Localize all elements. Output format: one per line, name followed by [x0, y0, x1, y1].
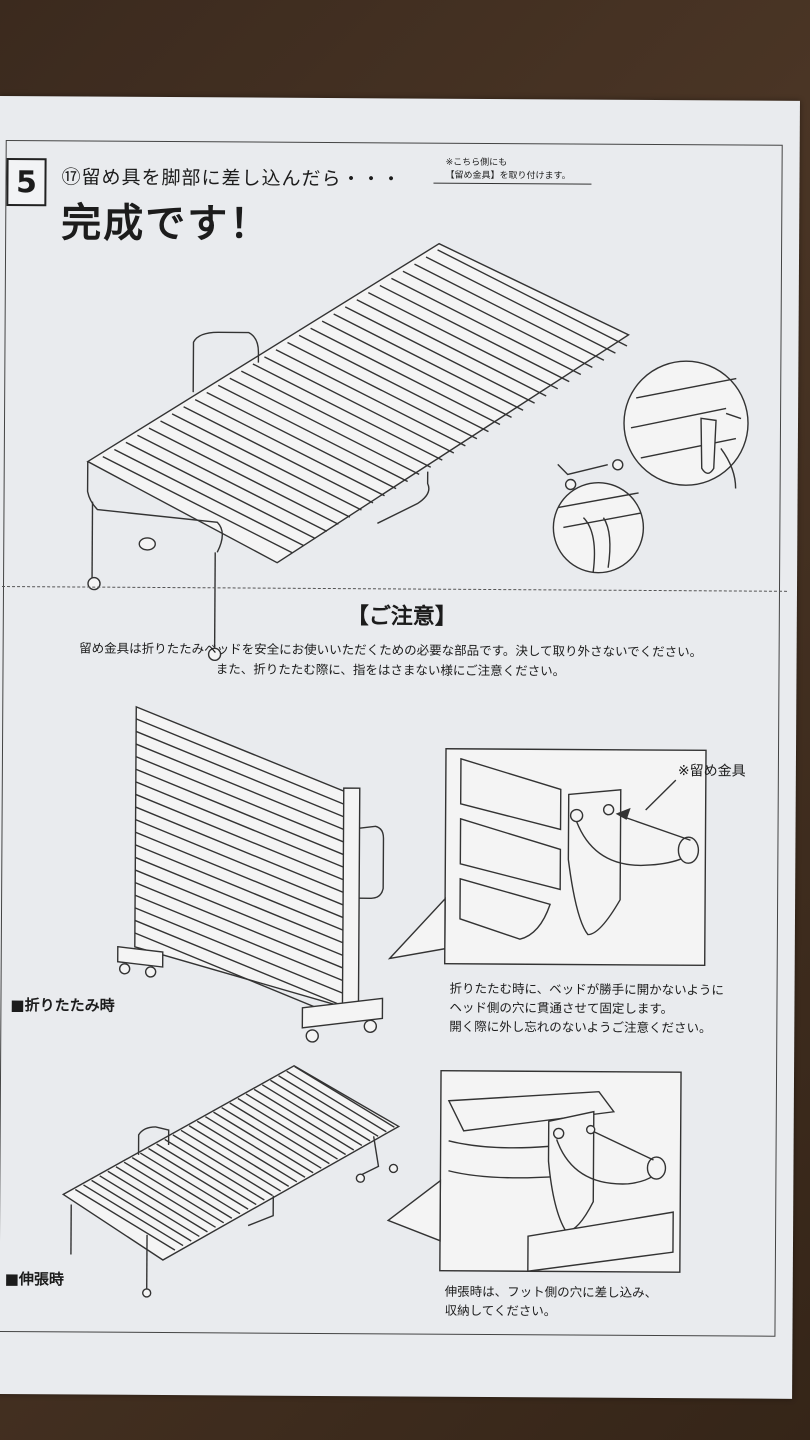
caution-title: 【ご注意】 [346, 604, 457, 630]
slat-line [287, 341, 478, 440]
caution-text: 留め金具は折りたたみベッドを安全にお使いいただくための必要な部品です。決して取り… [79, 640, 703, 679]
slat-line [188, 1125, 290, 1187]
slat-line [437, 249, 628, 347]
slat-line [180, 1129, 281, 1192]
slat-line [196, 1120, 298, 1183]
slat-line [425, 256, 616, 354]
slat-line [134, 907, 348, 996]
slat-line [135, 781, 349, 870]
extended-bed-illustration [61, 1065, 401, 1298]
slat-line [205, 1116, 306, 1178]
slat-line [160, 420, 351, 518]
slat-line [253, 1088, 355, 1151]
slat-line [137, 434, 328, 533]
slat-line [414, 263, 605, 361]
slat-line [213, 1111, 314, 1174]
slat-line [135, 856, 349, 946]
assembled-bed-illustration [86, 242, 630, 662]
slat-line [164, 1138, 265, 1201]
slat-line [261, 1084, 363, 1147]
slat-line [275, 349, 466, 447]
slat-line [74, 1188, 176, 1251]
side-note: ※こちら側にも 【留め金具】を取り付けます。 [445, 157, 571, 182]
slat-line [402, 270, 593, 369]
slat-line [135, 793, 349, 883]
slat-line [270, 1079, 371, 1142]
slat-line [107, 1170, 208, 1233]
step-number: 5 [6, 158, 47, 207]
slat-line [156, 1143, 257, 1206]
step-instruction: ⑰留め具を脚部に差し込んだら・・・ [61, 166, 402, 191]
slat-line [135, 818, 349, 908]
folded-detail-box [387, 748, 707, 967]
slat-line [135, 755, 349, 845]
detail-chain-zoom [552, 481, 645, 574]
slat-line [148, 427, 339, 525]
slat-line [172, 1134, 273, 1197]
slat-line [217, 384, 408, 483]
slat-line [135, 806, 349, 895]
folded-bed-illustration [117, 705, 385, 1043]
folded-label: ■折りたたみ時 [10, 996, 115, 1015]
slat-line [379, 284, 570, 383]
slat-line [344, 306, 535, 404]
slat-line [333, 313, 524, 411]
slat-line [237, 1097, 338, 1160]
slat-line [134, 881, 348, 971]
slat-line [134, 919, 348, 1009]
slat-line [367, 292, 559, 390]
slat-line [245, 1093, 347, 1156]
slat-line [135, 730, 349, 820]
instruction-sheet: 5 ⑰留め具を脚部に差し込んだら・・・ 完成です！ ※こちら側にも 【留め金具】… [0, 96, 800, 1399]
slat-line [135, 718, 349, 807]
slat-line [135, 831, 349, 921]
slat-line [99, 1175, 200, 1238]
slat-line [115, 1166, 216, 1228]
clasp-callout: ※留め金具 [677, 763, 746, 780]
extended-label: ■伸張時 [4, 1270, 65, 1289]
slat-line [183, 406, 374, 504]
slat-line [131, 1157, 233, 1219]
slat-line [294, 1066, 395, 1128]
slat-line [135, 768, 349, 858]
extended-detail-box [386, 1070, 682, 1273]
slat-line [135, 743, 349, 832]
slat-line [310, 327, 501, 426]
slat-line [264, 356, 455, 454]
slat-line [221, 1106, 322, 1169]
slat-line [102, 456, 293, 554]
slat-line [229, 1102, 330, 1165]
slat-line [286, 1070, 387, 1133]
slat-line [91, 1179, 192, 1242]
slat-line [321, 320, 512, 418]
slat-line [139, 1152, 241, 1215]
slat-line [171, 413, 362, 511]
extended-description: 伸張時は、フット側の穴に差し込み、 収納してください。 [444, 1283, 658, 1319]
slat-line [278, 1075, 379, 1137]
slat-line [125, 441, 316, 540]
slat-line [206, 391, 397, 490]
folded-description: 折りたたむ時に、ベッドが勝手に開かないように ヘッド側の穴に貫通させて固定します… [449, 980, 724, 1036]
slat-line [391, 277, 582, 376]
slat-line [298, 334, 489, 433]
slat-line [135, 844, 349, 933]
slat-line [134, 894, 348, 984]
slat-line [148, 1147, 249, 1210]
slat-line [114, 448, 305, 547]
slat-line [241, 370, 432, 468]
slat-line [356, 299, 547, 397]
slat-line [83, 1184, 184, 1247]
slat-line [134, 932, 348, 1021]
detail-hinge-zoom [623, 360, 749, 489]
slat-line [194, 398, 385, 497]
slat-line [135, 869, 349, 958]
slat-line [229, 377, 420, 475]
slat-line [252, 363, 443, 461]
slat-line [123, 1161, 225, 1224]
